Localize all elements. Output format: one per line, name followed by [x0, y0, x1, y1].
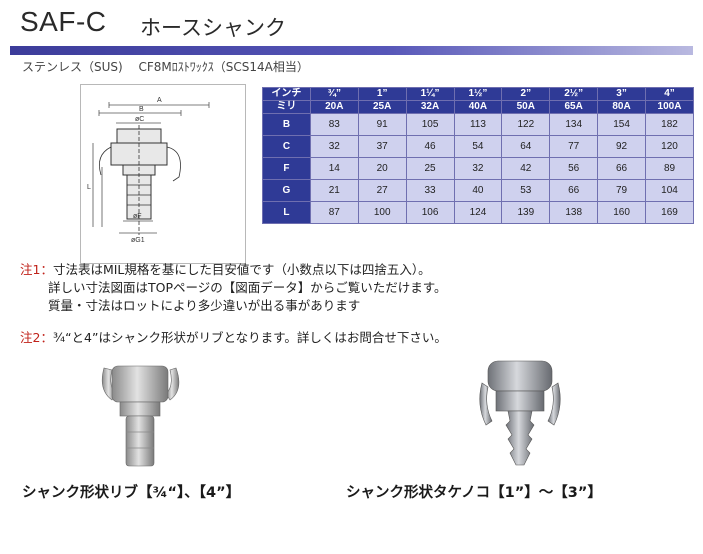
row-label: C — [262, 135, 311, 158]
table-cell: 66 — [549, 179, 599, 202]
mm-size-cell: 25A — [357, 100, 407, 114]
note-2-text: ¾“と4”はシャンク形状がリブとなります。詳しくはお問合せ下さい。 — [52, 330, 447, 345]
table-header-mm-label: ミリ — [262, 100, 311, 114]
table-row: C 32 37 46 54 64 77 92 120 — [262, 135, 694, 158]
table-cell: 92 — [597, 135, 646, 158]
table-cell: 32 — [309, 135, 359, 158]
table-cell: 139 — [501, 201, 551, 224]
product-photo-takenoko — [479, 360, 561, 466]
dim-label-g1: øG1 — [131, 237, 145, 244]
table-cell: 79 — [597, 179, 646, 202]
note-2: 注2：¾“と4”はシャンク形状がリブとなります。詳しくはお問合せ下さい。 — [20, 330, 447, 345]
table-cell: 113 — [453, 113, 503, 136]
table-header-inch-label: インチ — [262, 87, 311, 101]
row-label: B — [262, 113, 311, 136]
table-cell: 33 — [405, 179, 455, 202]
inch-size-cell: 4” — [645, 87, 694, 101]
table-cell: 83 — [309, 113, 359, 136]
row-label: F — [262, 157, 311, 180]
dimension-table: インチ ¾” 1” 1¼” 1½” 2” 2½” 3” 4” ミリ 20A 25… — [262, 87, 694, 224]
note-1-line-2: 詳しい寸法図面はTOPページの【図面データ】からご覧いただけます。 — [48, 280, 447, 295]
table-cell: 169 — [645, 201, 694, 224]
table-cell: 124 — [453, 201, 503, 224]
inch-size-cell: 2½” — [549, 87, 599, 101]
table-row: G 21 27 33 40 53 66 79 104 — [262, 179, 694, 202]
table-cell: 122 — [501, 113, 551, 136]
table-cell: 25 — [405, 157, 455, 180]
caption-rib: シャンク形状リブ【¾“】、【4”】 — [22, 485, 241, 501]
table-cell: 27 — [357, 179, 407, 202]
table-cell: 160 — [597, 201, 646, 224]
dim-label-b: B — [139, 106, 144, 113]
table-cell: 91 — [357, 113, 407, 136]
page-subtitle: ホースシャンク — [140, 16, 286, 40]
table-cell: 66 — [597, 157, 646, 180]
table-cell: 37 — [357, 135, 407, 158]
table-cell: 32 — [453, 157, 503, 180]
table-row: L 87 100 106 124 139 138 160 169 — [262, 201, 694, 224]
mm-size-cell: 20A — [309, 100, 359, 114]
table-cell: 54 — [453, 135, 503, 158]
note-1-lead: 注1： — [20, 262, 53, 277]
table-cell: 154 — [597, 113, 646, 136]
mm-size-cell: 80A — [597, 100, 646, 114]
mm-size-cell: 65A — [549, 100, 599, 114]
table-cell: 64 — [501, 135, 551, 158]
table-cell: 182 — [645, 113, 694, 136]
table-cell: 100 — [357, 201, 407, 224]
table-row: B 83 91 105 113 122 134 154 182 — [262, 113, 694, 136]
table-cell: 20 — [357, 157, 407, 180]
mm-size-cell: 40A — [453, 100, 503, 114]
note-1-text: 寸法表はMIL規格を基にした目安値です（小数点以下は四捨五入）。 — [52, 262, 431, 277]
product-photo-rib — [101, 365, 180, 467]
table-cell: 56 — [549, 157, 599, 180]
table-cell: 89 — [645, 157, 694, 180]
table-cell: 77 — [549, 135, 599, 158]
inch-size-cell: 2” — [501, 87, 551, 101]
coupler-drawing: A B øC L øF øG1 — [87, 97, 210, 244]
inch-size-cell: 1½” — [453, 87, 503, 101]
table-cell: 104 — [645, 179, 694, 202]
mm-size-cell: 32A — [405, 100, 455, 114]
note-1-line-1: 注1：寸法表はMIL規格を基にした目安値です（小数点以下は四捨五入）。 — [20, 262, 431, 277]
table-cell: 106 — [405, 201, 455, 224]
table-cell: 53 — [501, 179, 551, 202]
inch-size-cell: 1” — [357, 87, 407, 101]
caption-takenoko: シャンク形状タケノコ【1”】～【3”】 — [346, 485, 602, 501]
table-cell: 105 — [405, 113, 455, 136]
table-cell: 46 — [405, 135, 455, 158]
table-cell: 134 — [549, 113, 599, 136]
table-cell: 42 — [501, 157, 551, 180]
mm-size-cell: 100A — [645, 100, 694, 114]
mm-size-cell: 50A — [501, 100, 551, 114]
inch-size-cell: ¾” — [309, 87, 359, 101]
dim-label-l: L — [87, 184, 91, 191]
row-label: L — [262, 201, 311, 224]
table-cell: 21 — [309, 179, 359, 202]
page-title: SAF-C — [20, 6, 107, 37]
note-2-lead: 注2： — [20, 330, 53, 345]
dim-label-a: A — [157, 97, 162, 104]
table-header-mm-row: ミリ 20A 25A 32A 40A 50A 65A 80A 100A — [262, 100, 694, 114]
material-spec: ステンレス（SUS) CF8Mﾛｽﾄﾜｯｸｽ（SCS14A相当） — [22, 60, 309, 74]
table-cell: 87 — [309, 201, 359, 224]
table-cell: 14 — [309, 157, 359, 180]
dimension-diagram: A B øC L øF øG1 — [80, 84, 246, 264]
table-cell: 120 — [645, 135, 694, 158]
inch-size-cell: 1¼” — [405, 87, 455, 101]
note-1-line-3: 質量・寸法はロットにより多少違いが出る事があります — [48, 298, 361, 313]
table-cell: 138 — [549, 201, 599, 224]
table-header-inch-row: インチ ¾” 1” 1¼” 1½” 2” 2½” 3” 4” — [262, 87, 694, 101]
dim-label-f: øF — [133, 213, 142, 220]
inch-size-cell: 3” — [597, 87, 646, 101]
row-label: G — [262, 179, 311, 202]
title-underline — [10, 46, 693, 55]
dim-label-c: øC — [135, 116, 144, 123]
table-row: F 14 20 25 32 42 56 66 89 — [262, 157, 694, 180]
table-cell: 40 — [453, 179, 503, 202]
